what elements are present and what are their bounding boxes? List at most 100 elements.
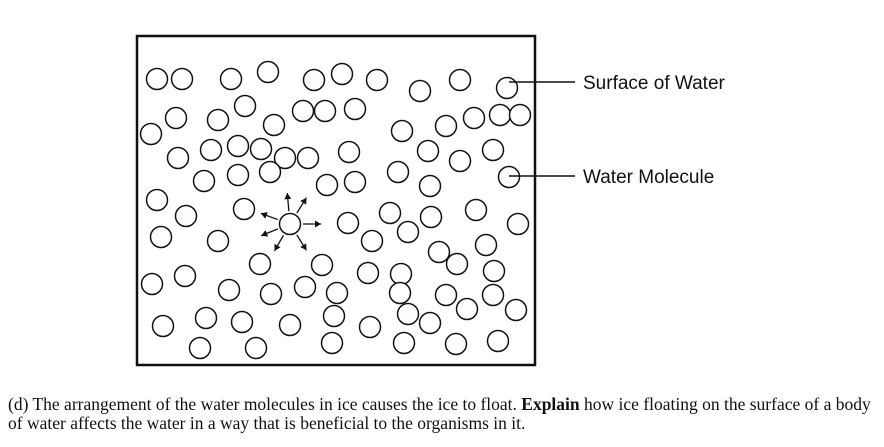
water-molecule: [258, 160, 282, 184]
water-molecule: [378, 201, 402, 225]
water-molecule: [149, 225, 173, 249]
water-molecule: [164, 106, 188, 130]
water-molecule: [313, 99, 337, 123]
water-molecule: [278, 313, 302, 337]
water-molecule: [320, 331, 344, 355]
arrow-head: [260, 212, 268, 219]
water-molecule: [481, 138, 505, 162]
water-molecule: [474, 233, 498, 257]
water-molecule: [508, 103, 532, 127]
water-molecule: [249, 137, 273, 161]
water-molecule: [293, 275, 317, 299]
water-molecule: [343, 97, 367, 121]
arrow-head: [300, 197, 307, 205]
water-molecule: [427, 240, 451, 264]
water-molecule: [365, 68, 389, 92]
water-molecule: [343, 170, 367, 194]
water-molecule: [151, 314, 175, 338]
water-molecule: [244, 336, 268, 360]
water-molecule: [302, 68, 326, 92]
water-molecule: [291, 99, 315, 123]
molecule-group: [139, 60, 532, 360]
water-molecule: [174, 204, 198, 228]
water-container: [135, 34, 537, 367]
water-molecule: [139, 122, 163, 146]
water-molecules-diagram: Surface of Water Water Molecule: [135, 34, 726, 367]
water-molecule: [336, 211, 360, 235]
question-text: (d) The arrangement of the water molecul…: [8, 395, 880, 433]
water-molecule: [360, 229, 384, 253]
water-molecule: [206, 108, 230, 132]
water-molecule: [259, 282, 283, 306]
water-molecule: [419, 205, 443, 229]
water-molecule: [396, 302, 420, 326]
water-molecule: [386, 160, 410, 184]
water-molecule: [199, 138, 223, 162]
water-molecule: [358, 315, 382, 339]
water-molecule: [140, 272, 164, 296]
water-molecule: [322, 304, 346, 328]
water-molecule: [455, 297, 479, 321]
water-molecule: [418, 174, 442, 198]
water-molecule: [330, 62, 354, 86]
water-molecule: [448, 68, 472, 92]
water-molecule: [462, 106, 486, 130]
water-molecule: [482, 259, 506, 283]
water-molecule: [170, 67, 194, 91]
water-molecule: [145, 67, 169, 91]
water-molecule: [226, 134, 250, 158]
water-molecule: [488, 103, 512, 127]
water-molecule: [325, 281, 349, 305]
water-molecule: [233, 94, 257, 118]
water-molecule: [448, 149, 472, 173]
water-molecule: [464, 198, 488, 222]
water-molecule: [188, 336, 212, 360]
water-molecule: [296, 146, 320, 170]
question-bold-word: Explain: [521, 394, 580, 414]
arrow-head: [300, 243, 307, 251]
water-molecule: [504, 298, 528, 322]
water-molecule-label: Water Molecule: [583, 167, 714, 188]
water-molecule: [481, 283, 505, 307]
water-molecule: [145, 188, 169, 212]
water-molecule: [434, 114, 458, 138]
water-molecule: [262, 113, 286, 137]
question-prefix: (d) The arrangement of the water molecul…: [8, 394, 517, 414]
water-molecule: [166, 146, 190, 170]
water-molecule: [194, 306, 218, 330]
water-molecule: [389, 262, 413, 286]
water-molecule: [396, 220, 420, 244]
water-molecule: [418, 311, 442, 335]
water-molecule: [434, 283, 458, 307]
water-molecule: [392, 331, 416, 355]
water-molecule: [173, 264, 197, 288]
water-molecule: [248, 252, 272, 276]
arrow-head: [274, 243, 281, 251]
water-molecule: [388, 281, 412, 305]
water-molecule: [192, 169, 216, 193]
water-molecule: [256, 60, 280, 84]
attraction-arrows: [260, 193, 321, 252]
surface-of-water-label: Surface of Water: [583, 73, 726, 94]
water-molecule: [408, 79, 432, 103]
arrow-head: [261, 230, 269, 237]
water-molecule: [416, 139, 440, 163]
water-molecule: [356, 261, 380, 285]
water-molecule: [315, 173, 339, 197]
water-molecule: [445, 252, 469, 276]
water-molecule: [219, 67, 243, 91]
water-molecule: [310, 253, 334, 277]
water-molecule: [273, 146, 297, 170]
water-molecule: [495, 76, 519, 100]
water-molecule: [497, 165, 521, 189]
water-molecule: [486, 329, 510, 353]
arrow-head: [284, 193, 292, 200]
water-molecule: [278, 212, 302, 236]
water-molecule: [206, 229, 230, 253]
water-molecule: [444, 332, 468, 356]
water-molecule: [226, 163, 250, 187]
water-molecule: [217, 278, 241, 302]
water-molecule: [337, 140, 361, 164]
water-molecule: [506, 212, 530, 236]
water-molecule: [232, 197, 256, 221]
